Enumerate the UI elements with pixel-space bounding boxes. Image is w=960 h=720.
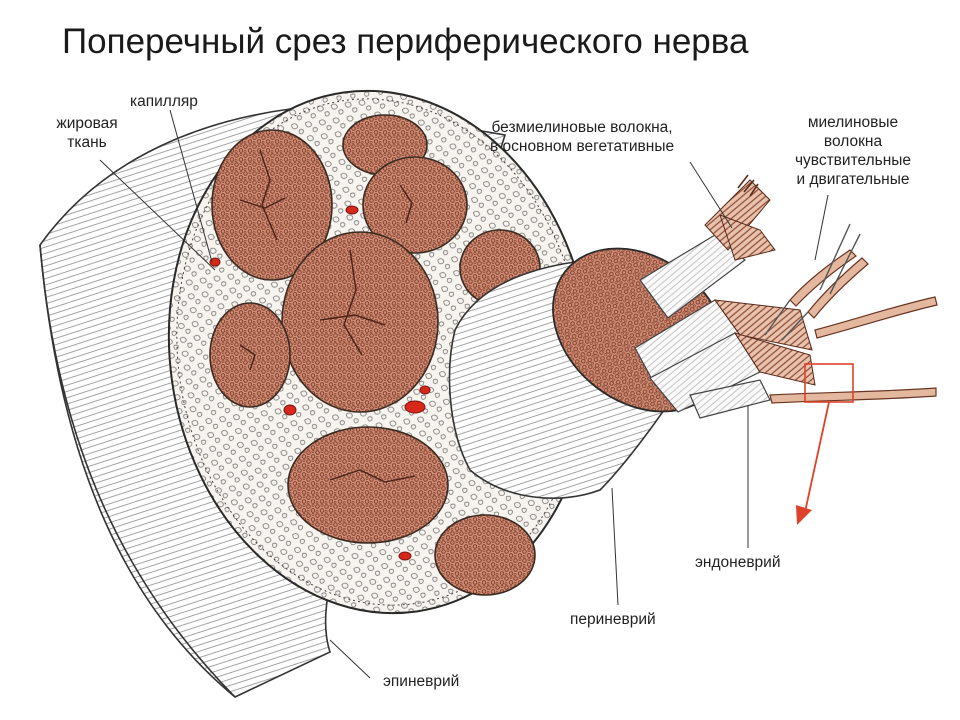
leader-myelinated [814, 194, 829, 261]
fascicle [362, 156, 468, 254]
capillary [398, 551, 412, 561]
leader-capillary [169, 109, 213, 263]
myelinated-fibers [634, 299, 816, 419]
label-capillary: капилляр [130, 93, 198, 110]
capillary [419, 385, 431, 395]
leader-lines [99, 109, 829, 679]
capillaries [209, 205, 431, 561]
single-fiber [807, 257, 869, 319]
single-fiber [814, 296, 938, 339]
capillary [404, 400, 426, 414]
label-unmyelinated: безмиелиновые волокна, в основном вегета… [490, 119, 675, 155]
fascicle [281, 231, 439, 413]
slide-title: Поперечный срез периферического нерва [62, 22, 749, 61]
leader-epineurium [329, 639, 371, 679]
label-fat-tissue: жировая ткань [56, 115, 118, 151]
capillary [283, 404, 297, 416]
leader-fat [99, 159, 216, 271]
label-endoneurium: эндоневрий [695, 554, 781, 571]
magnify-arrow-line [804, 401, 830, 513]
fascicle [434, 514, 536, 596]
fascicle [209, 302, 291, 408]
label-perineurium: периневрий [570, 611, 656, 628]
label-epineurium: эпиневрий [383, 673, 460, 690]
capillary [209, 257, 221, 267]
leader-unmyelinated [689, 161, 733, 229]
capillary [345, 205, 359, 215]
unmyelinated-fibers [639, 174, 776, 319]
leader-perineurium [611, 487, 619, 606]
label-myelinated: миелиновые волокна чувствительные и двиг… [794, 114, 912, 188]
magnify-arrow-head [796, 505, 812, 525]
fascicle [287, 426, 449, 544]
fascicles [209, 114, 541, 596]
single-fibers [769, 249, 938, 404]
single-fiber [789, 249, 857, 307]
